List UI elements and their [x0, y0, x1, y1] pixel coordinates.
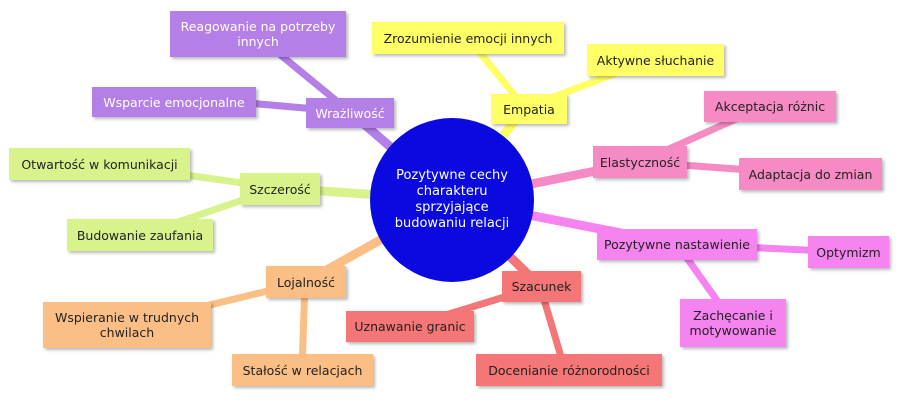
leaf-reagowanie-na-potrzeby: Reagowanie na potrzeby innych	[170, 11, 346, 57]
leaf-optymizm: Optymizm	[808, 236, 889, 268]
leaf-uznawanie-granic: Uznawanie granic	[346, 311, 474, 342]
leaf-zrozumienie-emocji: Zrozumienie emocji innych	[372, 22, 564, 54]
leaf-aktywne-sluchanie: Aktywne słuchanie	[587, 44, 724, 76]
branch-empatia: Empatia	[491, 94, 567, 124]
leaf-budowanie-zaufania: Budowanie zaufania	[67, 219, 213, 251]
leaf-zachecanie-i-motywowanie: Zachęcanie i motywowanie	[680, 299, 786, 347]
leaf-stalosc-w-relacjach: Stałość w relacjach	[232, 354, 373, 386]
branch-wrazliwosc: Wrażliwość	[306, 98, 394, 128]
leaf-wspieranie-w-trudnych-chwilach: Wspieranie w trudnych chwilach	[43, 302, 211, 348]
branch-szacunek: Szacunek	[502, 271, 581, 302]
branch-lojalnosc: Lojalność	[266, 266, 346, 298]
leaf-adaptacja-do-zmian: Adaptacja do zmian	[739, 158, 882, 190]
leaf-docenianie-roznorodnosci: Docenianie różnorodności	[476, 354, 662, 386]
branch-szczerosc: Szczerość	[240, 173, 320, 205]
leaf-otwartosc-w-komunikacji: Otwartość w komunikacji	[9, 148, 190, 180]
branch-elastycznosc: Elastyczność	[593, 146, 687, 178]
branch-pozytywne-nastawienie: Pozytywne nastawienie	[597, 229, 757, 260]
leaf-akceptacja-roznic: Akceptacja różnic	[704, 91, 836, 122]
central-topic: Pozytywne cechy charakteru sprzyjające b…	[370, 118, 534, 282]
leaf-wsparcie-emocjonalne: Wsparcie emocjonalne	[92, 87, 256, 117]
